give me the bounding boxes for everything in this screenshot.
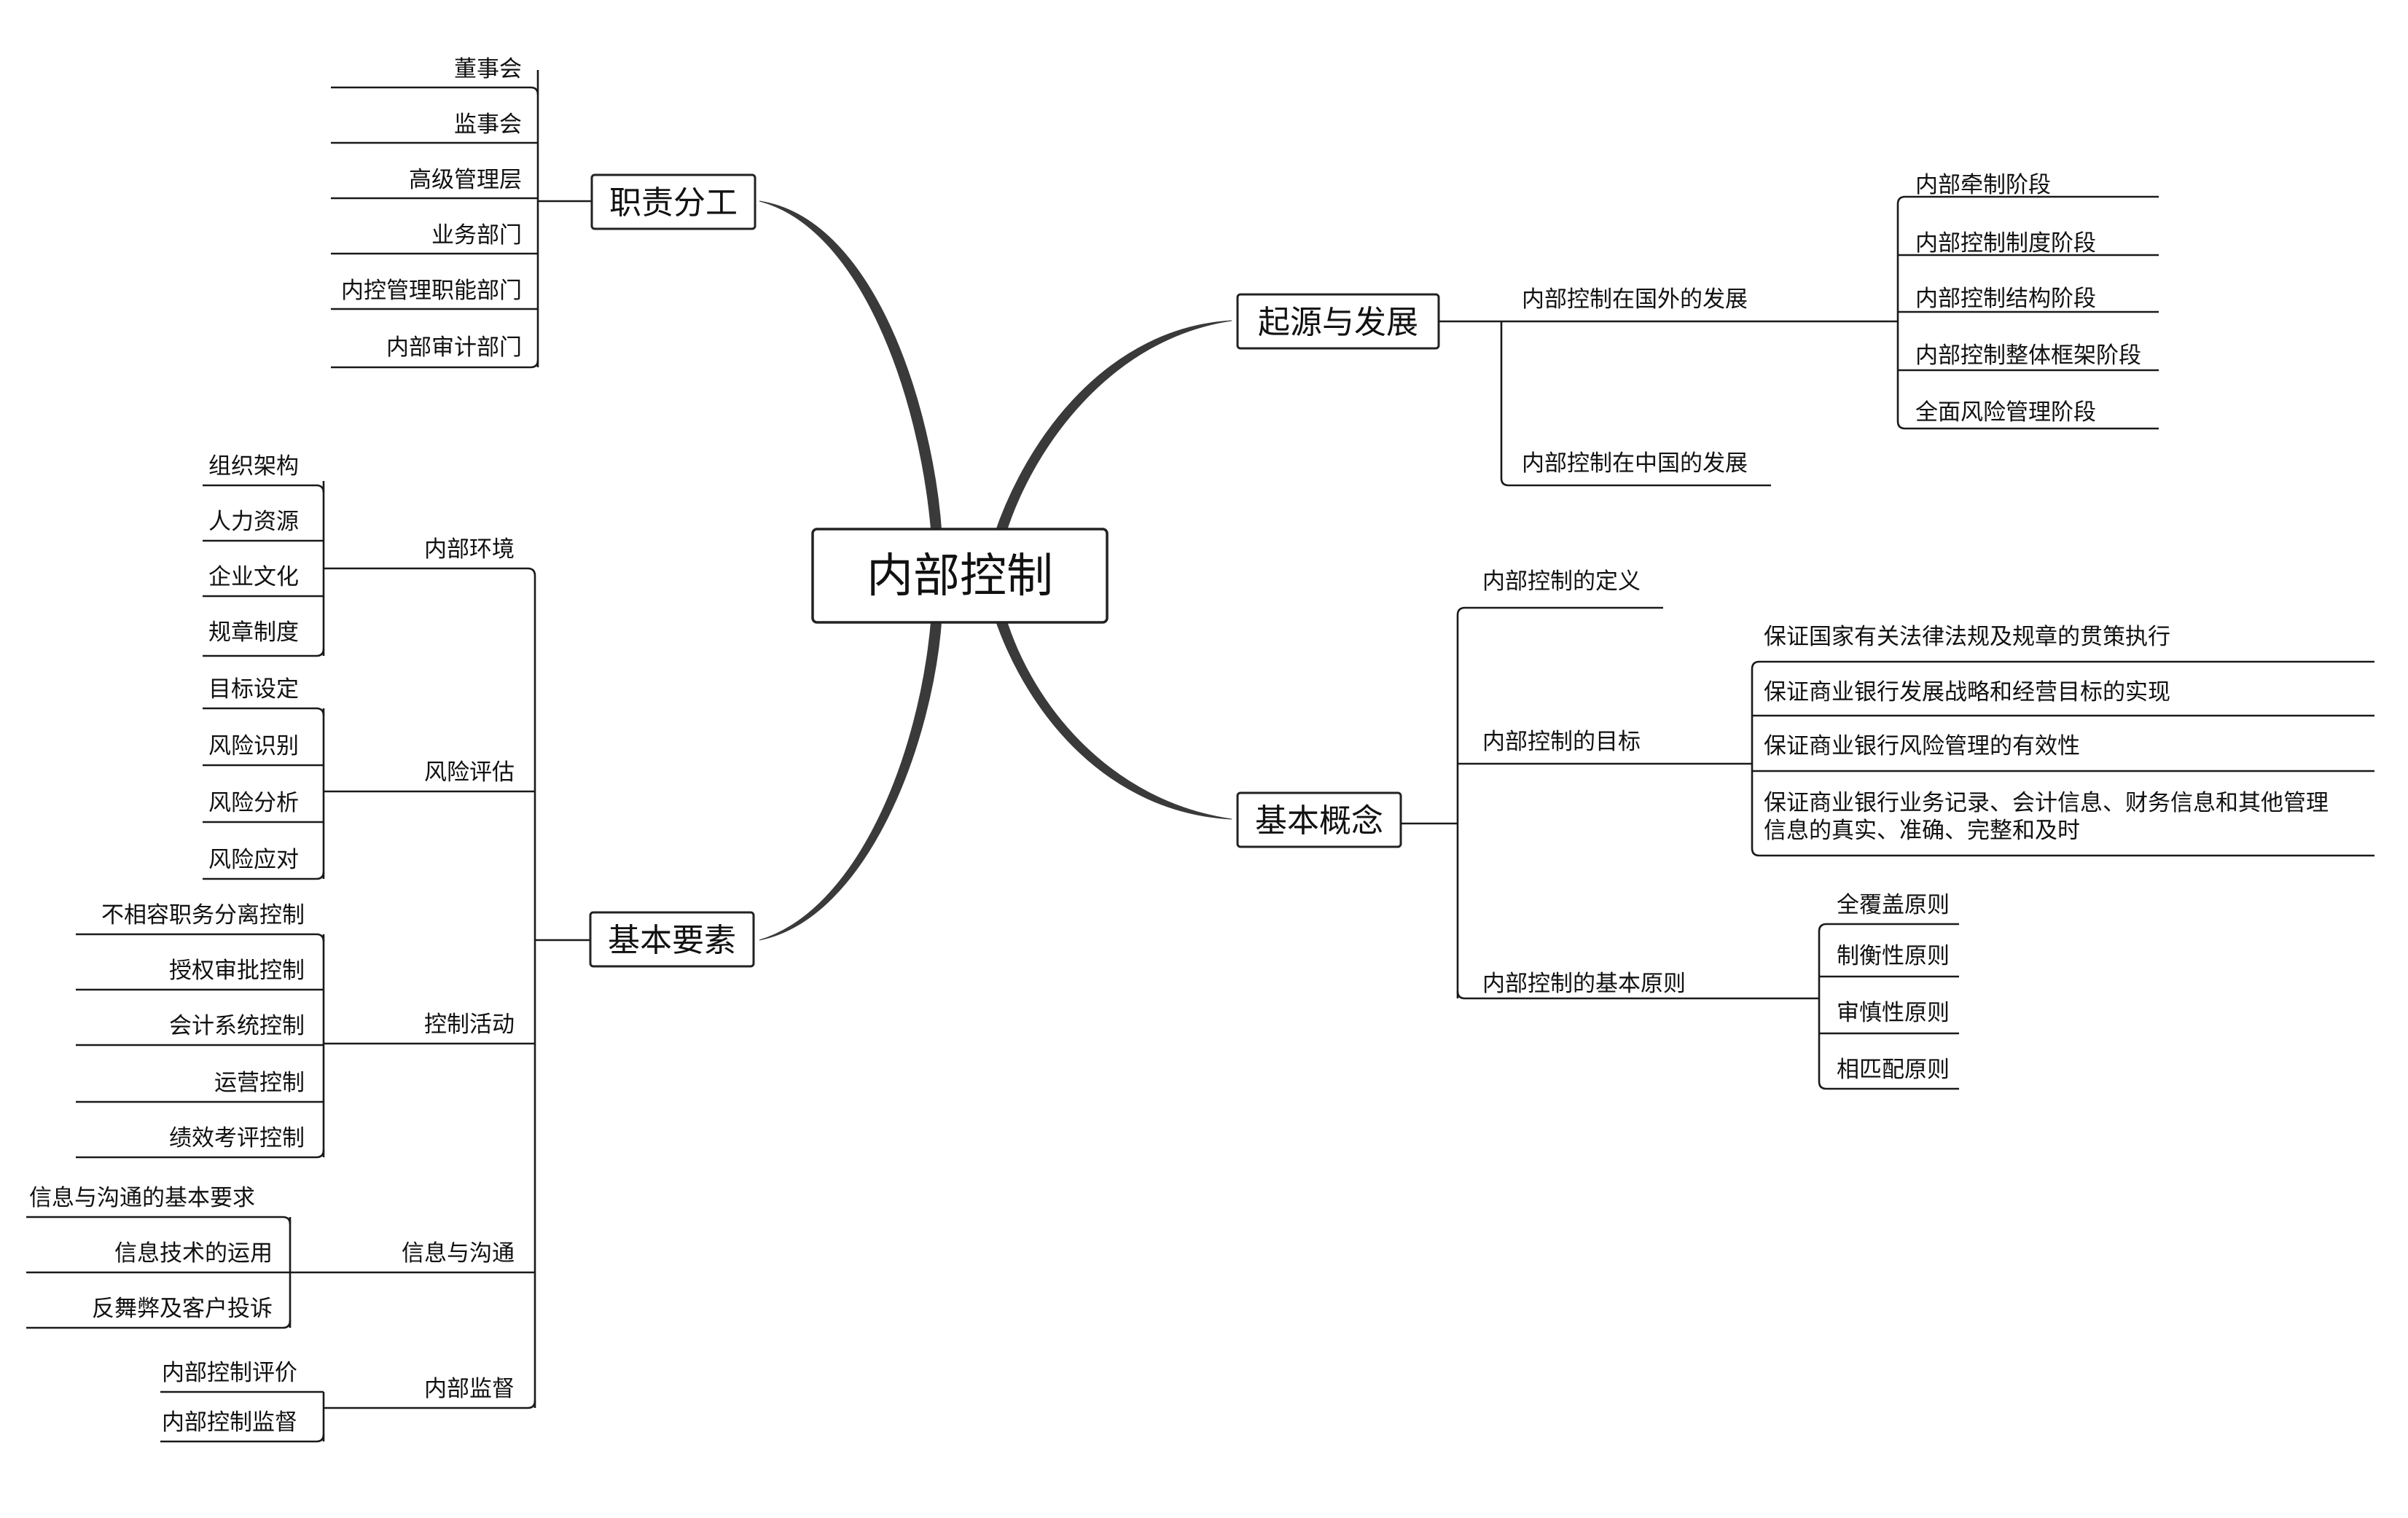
concepts-connector	[1401, 615, 1459, 998]
ctrl-item-2[interactable]: 会计系统控制	[169, 1013, 305, 1039]
main-node-concepts[interactable]: 基本概念	[1236, 791, 1402, 848]
ctrl-item-3[interactable]: 运营控制	[214, 1070, 305, 1096]
main-node-elements-label: 基本要素	[608, 922, 736, 959]
curve-root-to-concepts	[994, 617, 1232, 820]
origin-china-label[interactable]: 内部控制在中国的发展	[1522, 450, 1748, 477]
info-item-1[interactable]: 信息技术的运用	[114, 1240, 273, 1267]
duties-item-board[interactable]: 董事会	[454, 56, 522, 82]
duties-connector	[536, 70, 592, 367]
origin-stage-0[interactable]: 内部牵制阶段	[1915, 172, 2051, 198]
goal-item-1[interactable]: 保证商业银行发展战略和经营目标的实现	[1764, 679, 2170, 705]
branch-elements: 基本要素 内部环境 组织架构 人力资源 企业文化 规章制度 风险评估 目标设定 …	[26, 453, 755, 1443]
concepts-principles-line	[1456, 990, 1819, 1000]
group-monitor-line	[324, 1400, 536, 1409]
env-item-3[interactable]: 规章制度	[208, 619, 299, 646]
origin-stage-2[interactable]: 内部控制结构阶段	[1915, 286, 2096, 312]
principle-item-3[interactable]: 相匹配原则	[1837, 1057, 1950, 1083]
goal-item-0[interactable]: 保证国家有关法律法规及规章的贯策执行	[1764, 624, 2170, 650]
monitor-leaf-lines	[160, 1390, 325, 1443]
origin-stage-4[interactable]: 全面风险管理阶段	[1915, 399, 2096, 426]
principle-item-2[interactable]: 审慎性原则	[1837, 1000, 1950, 1026]
group-env-line	[324, 567, 536, 576]
group-env-label[interactable]: 内部环境	[424, 536, 515, 563]
concepts-goals-label[interactable]: 内部控制的目标	[1482, 729, 1641, 755]
origin-stage-1[interactable]: 内部控制制度阶段	[1915, 230, 2096, 257]
duties-item-senior-mgmt[interactable]: 高级管理层	[409, 167, 522, 193]
env-item-1[interactable]: 人力资源	[208, 509, 299, 535]
group-monitor-label[interactable]: 内部监督	[424, 1376, 515, 1402]
main-node-origin[interactable]: 起源与发展	[1236, 293, 1440, 350]
ctrl-item-0[interactable]: 不相容职务分离控制	[101, 902, 305, 928]
env-leaf-lines	[203, 484, 325, 657]
main-node-elements[interactable]: 基本要素	[589, 911, 755, 968]
curve-root-to-duties	[759, 200, 942, 534]
goals-leaf-lines	[1752, 714, 2374, 772]
env-item-2[interactable]: 企业文化	[208, 564, 299, 590]
concepts-definition-label[interactable]: 内部控制的定义	[1482, 568, 1641, 595]
risk-item-3[interactable]: 风险应对	[208, 847, 299, 873]
main-node-concepts-label: 基本概念	[1255, 802, 1383, 840]
branch-duties: 职责分工 董事会 监事会 高级管理层 业务部门 内控管理职能部门 内部审计部门	[331, 56, 757, 369]
ctrl-leaf-lines	[76, 933, 325, 1159]
main-node-duties[interactable]: 职责分工	[590, 173, 757, 230]
duties-item-business-dept[interactable]: 业务部门	[431, 222, 522, 249]
duties-item-control-dept[interactable]: 内控管理职能部门	[341, 278, 522, 304]
branch-origin: 起源与发展 内部控制在国外的发展 内部控制在中国的发展 内部牵制阶段 内部控制制…	[1236, 172, 2159, 487]
info-item-2[interactable]: 反舞弊及客户投诉	[92, 1296, 273, 1322]
concepts-definition-line	[1456, 606, 1663, 616]
elements-spine	[533, 576, 590, 1408]
root-node[interactable]: 内部控制	[811, 528, 1109, 624]
origin-foreign-label[interactable]: 内部控制在国外的发展	[1522, 286, 1748, 313]
concepts-principles-label[interactable]: 内部控制的基本原则	[1482, 971, 1686, 997]
branch-concepts: 基本概念 内部控制的定义 内部控制的目标 内部控制的基本原则 保证国家有关法律法…	[1236, 568, 2374, 1090]
principle-item-0[interactable]: 全覆盖原则	[1837, 892, 1950, 918]
risk-leaf-lines	[203, 707, 325, 880]
env-item-0[interactable]: 组织架构	[208, 453, 299, 480]
goal-item-3-line-1[interactable]: 保证商业银行业务记录、会计信息、财务信息和其他管理	[1764, 790, 2329, 816]
group-info-label[interactable]: 信息与沟通	[402, 1240, 515, 1267]
principle-item-1[interactable]: 制衡性原则	[1837, 943, 1950, 969]
goal-item-2[interactable]: 保证商业银行风险管理的有效性	[1764, 733, 2080, 759]
duties-leaf-line-5	[331, 359, 539, 369]
monitor-item-0[interactable]: 内部控制评价	[162, 1360, 297, 1386]
duties-leaf-line-0	[331, 86, 539, 95]
main-node-duties-label: 职责分工	[609, 184, 738, 222]
goal-item-3-line-2[interactable]: 信息的真实、准确、完整和及时	[1764, 818, 2080, 844]
risk-item-1[interactable]: 风险识别	[208, 733, 299, 759]
origin-stage-3[interactable]: 内部控制整体框架阶段	[1915, 343, 2141, 369]
origin-foreign-leaf-lines	[1898, 254, 2159, 372]
goals-bracket	[1751, 660, 2374, 857]
duties-item-audit-dept[interactable]: 内部审计部门	[386, 334, 522, 361]
principles-leaf-lines	[1819, 975, 1959, 1035]
duties-item-supervisors[interactable]: 监事会	[454, 111, 522, 138]
group-risk-label[interactable]: 风险评估	[424, 759, 515, 786]
monitor-item-1[interactable]: 内部控制监督	[162, 1409, 297, 1436]
info-item-0[interactable]: 信息与沟通的基本要求	[29, 1185, 255, 1211]
root-node-label: 内部控制	[867, 549, 1053, 603]
origin-connector	[1439, 320, 1771, 487]
principles-bracket	[1818, 923, 1959, 1090]
risk-item-0[interactable]: 目标设定	[208, 676, 299, 703]
risk-item-2[interactable]: 风险分析	[208, 790, 299, 816]
info-leaf-lines	[26, 1216, 292, 1329]
curve-root-to-origin	[994, 320, 1232, 534]
group-ctrl-label[interactable]: 控制活动	[424, 1012, 515, 1038]
ctrl-item-1[interactable]: 授权审批控制	[169, 958, 305, 984]
ctrl-item-4[interactable]: 绩效考评控制	[169, 1125, 305, 1151]
curve-root-to-elements	[759, 617, 942, 941]
origin-foreign-bracket	[1896, 195, 2159, 430]
main-node-origin-label: 起源与发展	[1258, 304, 1418, 341]
